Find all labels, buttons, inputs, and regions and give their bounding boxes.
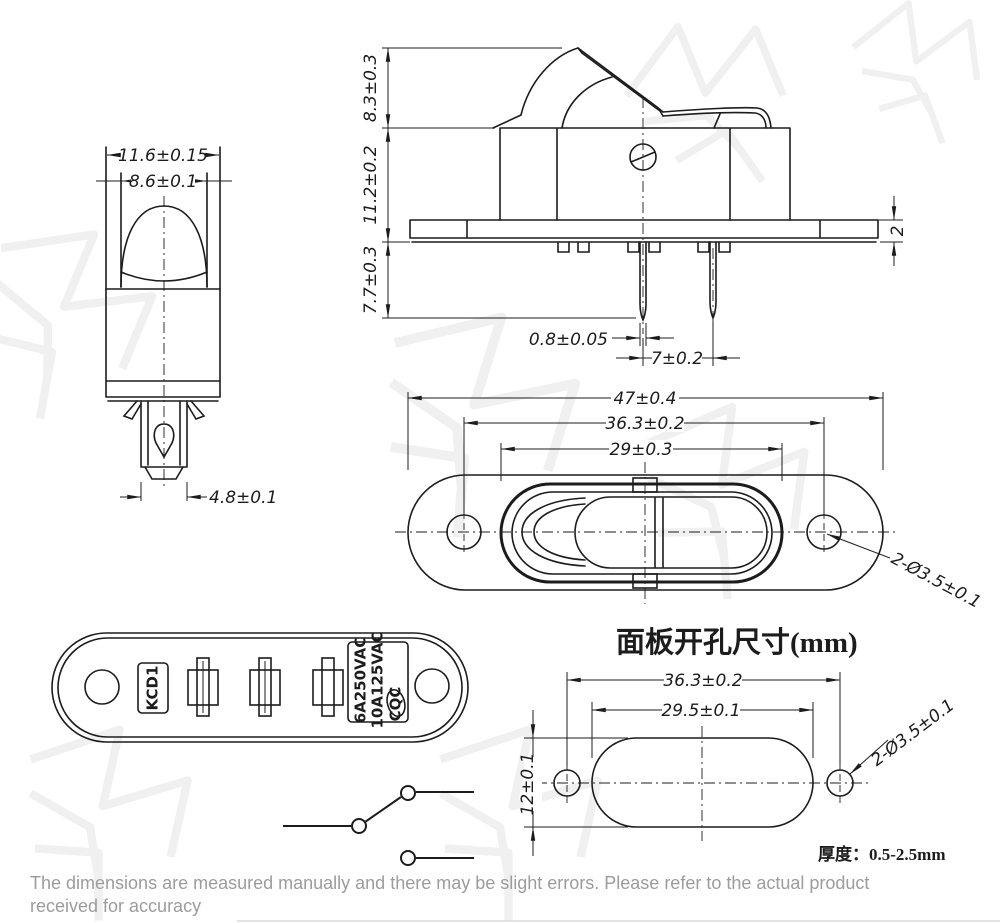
side-view: 11.6±0.15 8.6±0.1 4.8±0.1 [96,146,277,508]
footer-disclaimer: The dimensions are measured manually and… [30,873,1000,922]
dim-body-height: 11.2±0.2 [361,145,381,224]
dim-pin-length: 7.7±0.3 [361,246,381,314]
cert-mark: CQC [387,687,405,722]
rating-line1: 6A250VAC [352,637,370,724]
model-label: KCD1 [144,666,162,711]
dim-overall-length: 47±0.4 [614,389,677,409]
dim-cutout-holes: 2-Ø3.5±0.1 [868,695,959,770]
dim-cap-width: 11.6±0.15 [118,146,208,166]
rating-line2: 10A125VAC [369,631,387,728]
dim-cutout-length: 29.5±0.1 [661,701,740,721]
dim-mounting-holes: 2-Ø3.5±0.1 [888,549,984,613]
dim-pin-thickness: 0.8±0.05 [529,330,608,350]
panel-cutout-title: 面板开孔尺寸(mm) [616,626,858,659]
terminal-1 [187,657,219,717]
dim-pin-spacing: 7±0.2 [651,349,703,369]
dim-hole-spacing: 36.3±0.2 [605,414,684,434]
disclaimer-line1: The dimensions are measured manually and… [30,873,869,893]
top-view: 47±0.4 36.3±0.2 29±0.3 2-Ø3.5±0.1 [395,389,984,613]
dim-dome-width: 8.6±0.1 [129,172,197,192]
terminal-3 [312,657,344,717]
dim-flange-thickness: 2 [888,226,908,237]
dim-bezel-length: 29±0.3 [610,440,673,460]
terminal-2 [249,657,281,717]
panel-thickness-note: 厚度：0.5-2.5mm [818,844,945,864]
dim-rocker-height: 8.3±0.3 [361,54,381,122]
front-view: 8.3±0.3 11.2±0.2 7.7±0.3 2 0.8±0.05 7±0.… [361,47,908,369]
dim-stem-width: 4.8±0.1 [209,488,277,508]
circuit-symbol [283,785,474,866]
bottom-view: KCD1 6A250VAC 10A125VAC CQC [51,631,469,743]
disclaimer-line2: received for accuracy [30,896,201,916]
dim-cutout-hole-spacing: 36.3±0.2 [663,671,742,691]
dim-cutout-height: 12±0.1 [518,753,538,816]
